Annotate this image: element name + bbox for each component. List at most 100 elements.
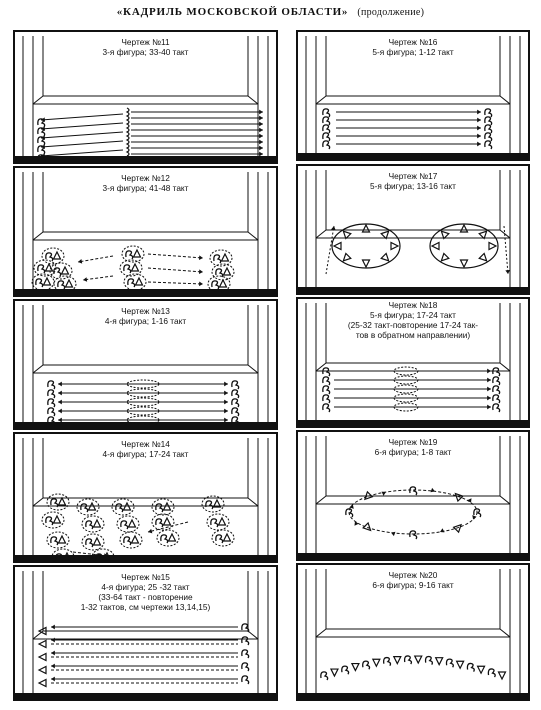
arrowhead	[487, 395, 491, 401]
dancer-symbol	[115, 503, 124, 513]
movement-arrow	[40, 131, 124, 139]
arrowhead	[199, 281, 203, 287]
dancer-symbol	[409, 530, 418, 540]
page-title: «КАДРИЛЬ МОСКОВСКОЙ ОБЛАСТИ»	[116, 6, 349, 18]
dancer-triangle	[454, 492, 464, 503]
dancer-triangle	[60, 265, 70, 275]
dancer-symbol	[466, 662, 475, 672]
back-wall-line	[499, 628, 511, 638]
dancer-symbol	[492, 394, 501, 404]
arrowhead	[439, 528, 445, 533]
dancer-symbol	[231, 407, 240, 417]
dancer-triangle	[212, 498, 222, 508]
arrow-line	[82, 275, 114, 281]
couple-circle	[76, 498, 100, 516]
dancer-triangle	[380, 252, 390, 262]
dancer-triangle	[478, 252, 488, 262]
couple-circle	[393, 384, 419, 394]
caption-19: Чертеж №19 6-я фигура; 1-8 такт	[296, 437, 530, 457]
dancer-symbol	[47, 407, 56, 417]
dancer-symbol	[47, 380, 56, 390]
dancer-triangle	[434, 657, 444, 667]
dancer-triangle	[455, 660, 465, 670]
dancer-triangle	[361, 259, 371, 269]
couple-circle	[119, 259, 143, 277]
dancer-symbol	[484, 140, 493, 150]
dancer-symbol	[492, 367, 501, 377]
dancer-symbol	[155, 518, 164, 528]
dancer-symbol	[50, 498, 59, 508]
dancer-symbol	[57, 280, 66, 290]
dancer-symbol	[383, 656, 392, 667]
couple-circle	[206, 513, 230, 531]
dancer-triangle	[362, 521, 372, 532]
arrowhead	[430, 487, 435, 493]
caption-17-line-2: 5-я фигура; 13-16 такт	[370, 181, 456, 191]
caption-17: Чертеж №17 5-я фигура; 13-16 такт	[296, 171, 530, 191]
dancer-triangle	[222, 266, 232, 276]
caption-18: Чертеж №18 5-я фигура; 17-24 такт (25-32…	[296, 300, 530, 340]
caption-15-line-1: Чертеж №15	[121, 572, 170, 582]
diagram-panel-13: Чертеж №13 4-я фигура; 1-16 такт	[13, 299, 278, 430]
dancer-symbol	[37, 118, 46, 128]
dancer-symbol	[55, 553, 64, 563]
arrowhead	[224, 381, 228, 387]
floor-plan-18	[296, 297, 530, 428]
dancer-symbol	[213, 254, 222, 264]
dancer-symbol	[241, 649, 250, 659]
dancer-triangle	[342, 252, 352, 262]
arrow-line	[503, 225, 509, 275]
dancer-triangle	[222, 532, 232, 542]
dancer-symbol	[205, 500, 214, 510]
dancer-triangle	[44, 262, 54, 272]
dancer-triangle	[52, 514, 62, 524]
diagram-panel-11: Чертеж №11 3-я фигура; 33-40 такт	[13, 30, 278, 164]
dancer-triangle	[92, 536, 102, 546]
arrowhead	[472, 515, 477, 520]
dancer-symbol	[215, 268, 224, 278]
arrowhead	[259, 151, 263, 157]
couple-circle	[393, 375, 419, 385]
caption-15: Чертеж №15 4-я фигура; 25 -32 такт (33-6…	[13, 572, 278, 612]
couple-circle	[91, 548, 115, 563]
floor-plan-19	[296, 430, 530, 561]
arrowhead	[477, 133, 481, 139]
caption-16-line-1: Чертеж №16	[388, 37, 438, 47]
couple-circle	[126, 379, 160, 389]
dancer-triangle	[390, 241, 400, 251]
caption-11-line-1: Чертеж №11	[121, 37, 170, 47]
arrow-line	[77, 255, 114, 263]
floor-plan-15	[13, 565, 278, 701]
floor-bar	[297, 287, 529, 294]
floor-plan-14	[13, 432, 278, 563]
dancer-triangle	[130, 262, 140, 272]
arrowhead	[83, 277, 88, 282]
arrowhead	[51, 637, 55, 643]
couple-circle	[46, 493, 70, 511]
arrow-line	[325, 225, 335, 275]
caption-17-line-1: Чертеж №17	[388, 171, 438, 181]
floor-plan-17	[296, 164, 530, 295]
dancer-triangle	[413, 655, 423, 665]
dancer-symbol	[341, 665, 350, 675]
arrowhead	[331, 226, 336, 231]
couple-circle	[211, 529, 235, 547]
arrowhead	[58, 390, 62, 396]
back-wall-line	[247, 630, 259, 640]
floor-bar	[14, 156, 277, 163]
arrowhead	[224, 390, 228, 396]
dancer-symbol	[37, 264, 46, 274]
couple-circle	[126, 388, 160, 398]
arrowhead	[58, 381, 62, 387]
caption-13-line-2: 4-я фигура; 1-16 такт	[104, 316, 187, 326]
back-wall-line	[315, 628, 327, 638]
floor-bar	[14, 422, 277, 429]
couple-circle	[111, 498, 135, 516]
diagram-panel-16: Чертеж №16 5-я фигура; 1-12 такт	[296, 30, 530, 161]
dancer-triangle	[134, 276, 144, 286]
arrowhead	[103, 553, 108, 558]
movement-arrow	[40, 149, 124, 157]
dancer-symbol	[492, 376, 501, 386]
arrowhead	[354, 521, 359, 526]
couple-circle	[41, 511, 65, 529]
